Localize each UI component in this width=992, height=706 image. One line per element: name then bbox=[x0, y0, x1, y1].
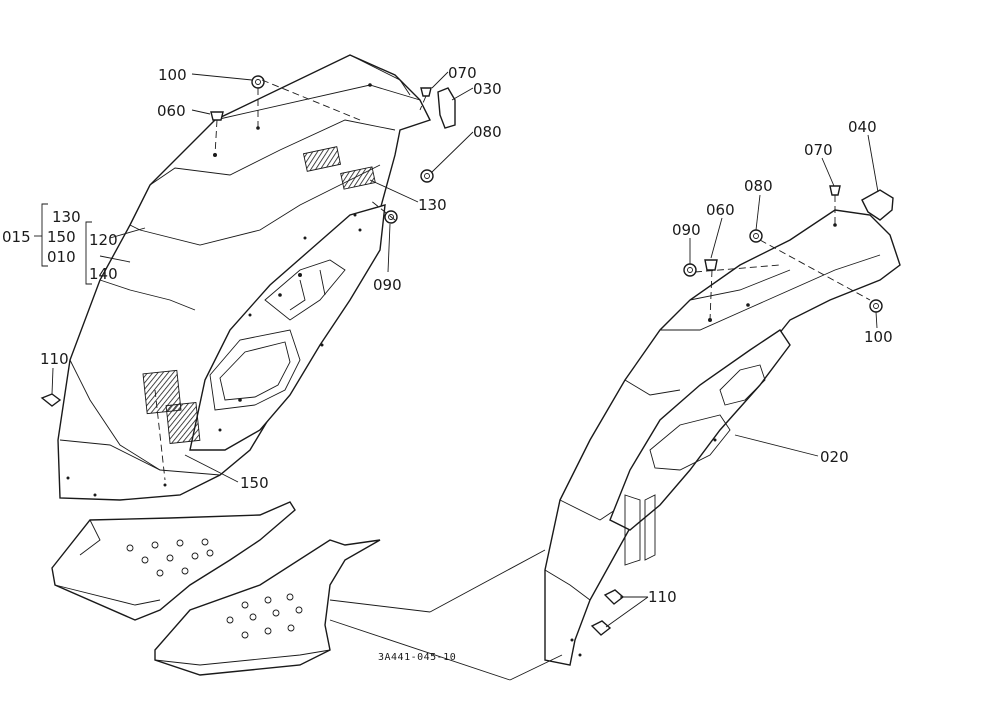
label-070-left: 070 bbox=[448, 64, 477, 82]
label-060-right: 060 bbox=[706, 201, 735, 219]
step-plate-right bbox=[154, 539, 381, 676]
label-090-right: 090 bbox=[672, 221, 701, 239]
part-labels: 100 060 070 030 080 130 130 150 015 010 … bbox=[2, 64, 893, 663]
label-130-bracket: 130 bbox=[52, 208, 81, 226]
label-040: 040 bbox=[848, 118, 877, 136]
label-030: 030 bbox=[473, 80, 502, 98]
label-080-left: 080 bbox=[473, 123, 502, 141]
label-110-right: 110 bbox=[648, 588, 677, 606]
label-020: 020 bbox=[820, 448, 849, 466]
label-140: 140 bbox=[89, 265, 118, 283]
label-130-right: 130 bbox=[418, 196, 447, 214]
figure-code: 3A441-045-10 bbox=[378, 652, 456, 663]
label-150-bracket: 150 bbox=[47, 228, 76, 246]
label-015: 015 bbox=[2, 228, 31, 246]
label-090-left: 090 bbox=[373, 276, 402, 294]
label-110-left: 110 bbox=[40, 350, 69, 368]
right-fender bbox=[544, 209, 901, 666]
label-120: 120 bbox=[89, 231, 118, 249]
label-150-bottom: 150 bbox=[240, 474, 269, 492]
step-plate-left bbox=[51, 501, 296, 621]
label-060-left: 060 bbox=[157, 102, 186, 120]
label-070-right: 070 bbox=[804, 141, 833, 159]
leader-lines bbox=[34, 71, 879, 628]
label-080-right: 080 bbox=[744, 177, 773, 195]
label-010: 010 bbox=[47, 248, 76, 266]
label-100-right: 100 bbox=[864, 328, 893, 346]
label-100-left: 100 bbox=[158, 66, 187, 84]
assembly-lines bbox=[154, 79, 871, 681]
left-fender bbox=[57, 54, 431, 501]
